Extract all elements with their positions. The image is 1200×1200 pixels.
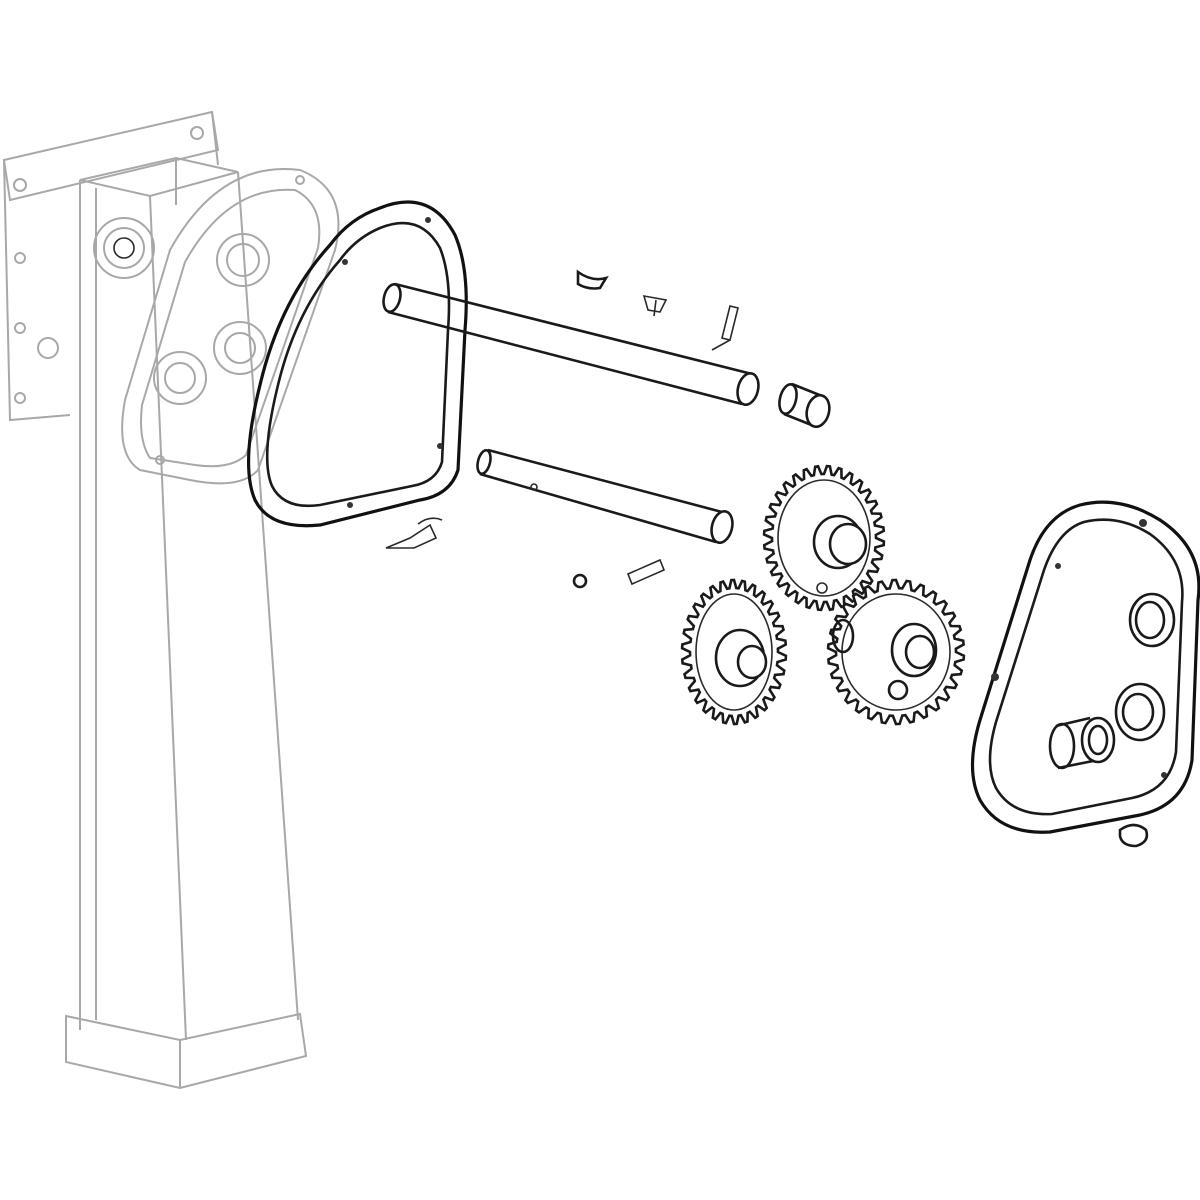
gear-hubs — [714, 514, 938, 701]
gear-left-web — [695, 593, 773, 711]
gasket — [246, 200, 468, 528]
column-housing — [2, 110, 340, 1090]
lower-shaft — [476, 448, 734, 545]
gear-left — [680, 578, 788, 726]
small-parts — [385, 269, 1149, 848]
upper-shaft — [382, 282, 760, 407]
gear-left-teeth — [680, 578, 788, 726]
bushing — [778, 382, 831, 429]
gear-upper-web — [777, 479, 871, 597]
cover-plate — [970, 500, 1200, 834]
